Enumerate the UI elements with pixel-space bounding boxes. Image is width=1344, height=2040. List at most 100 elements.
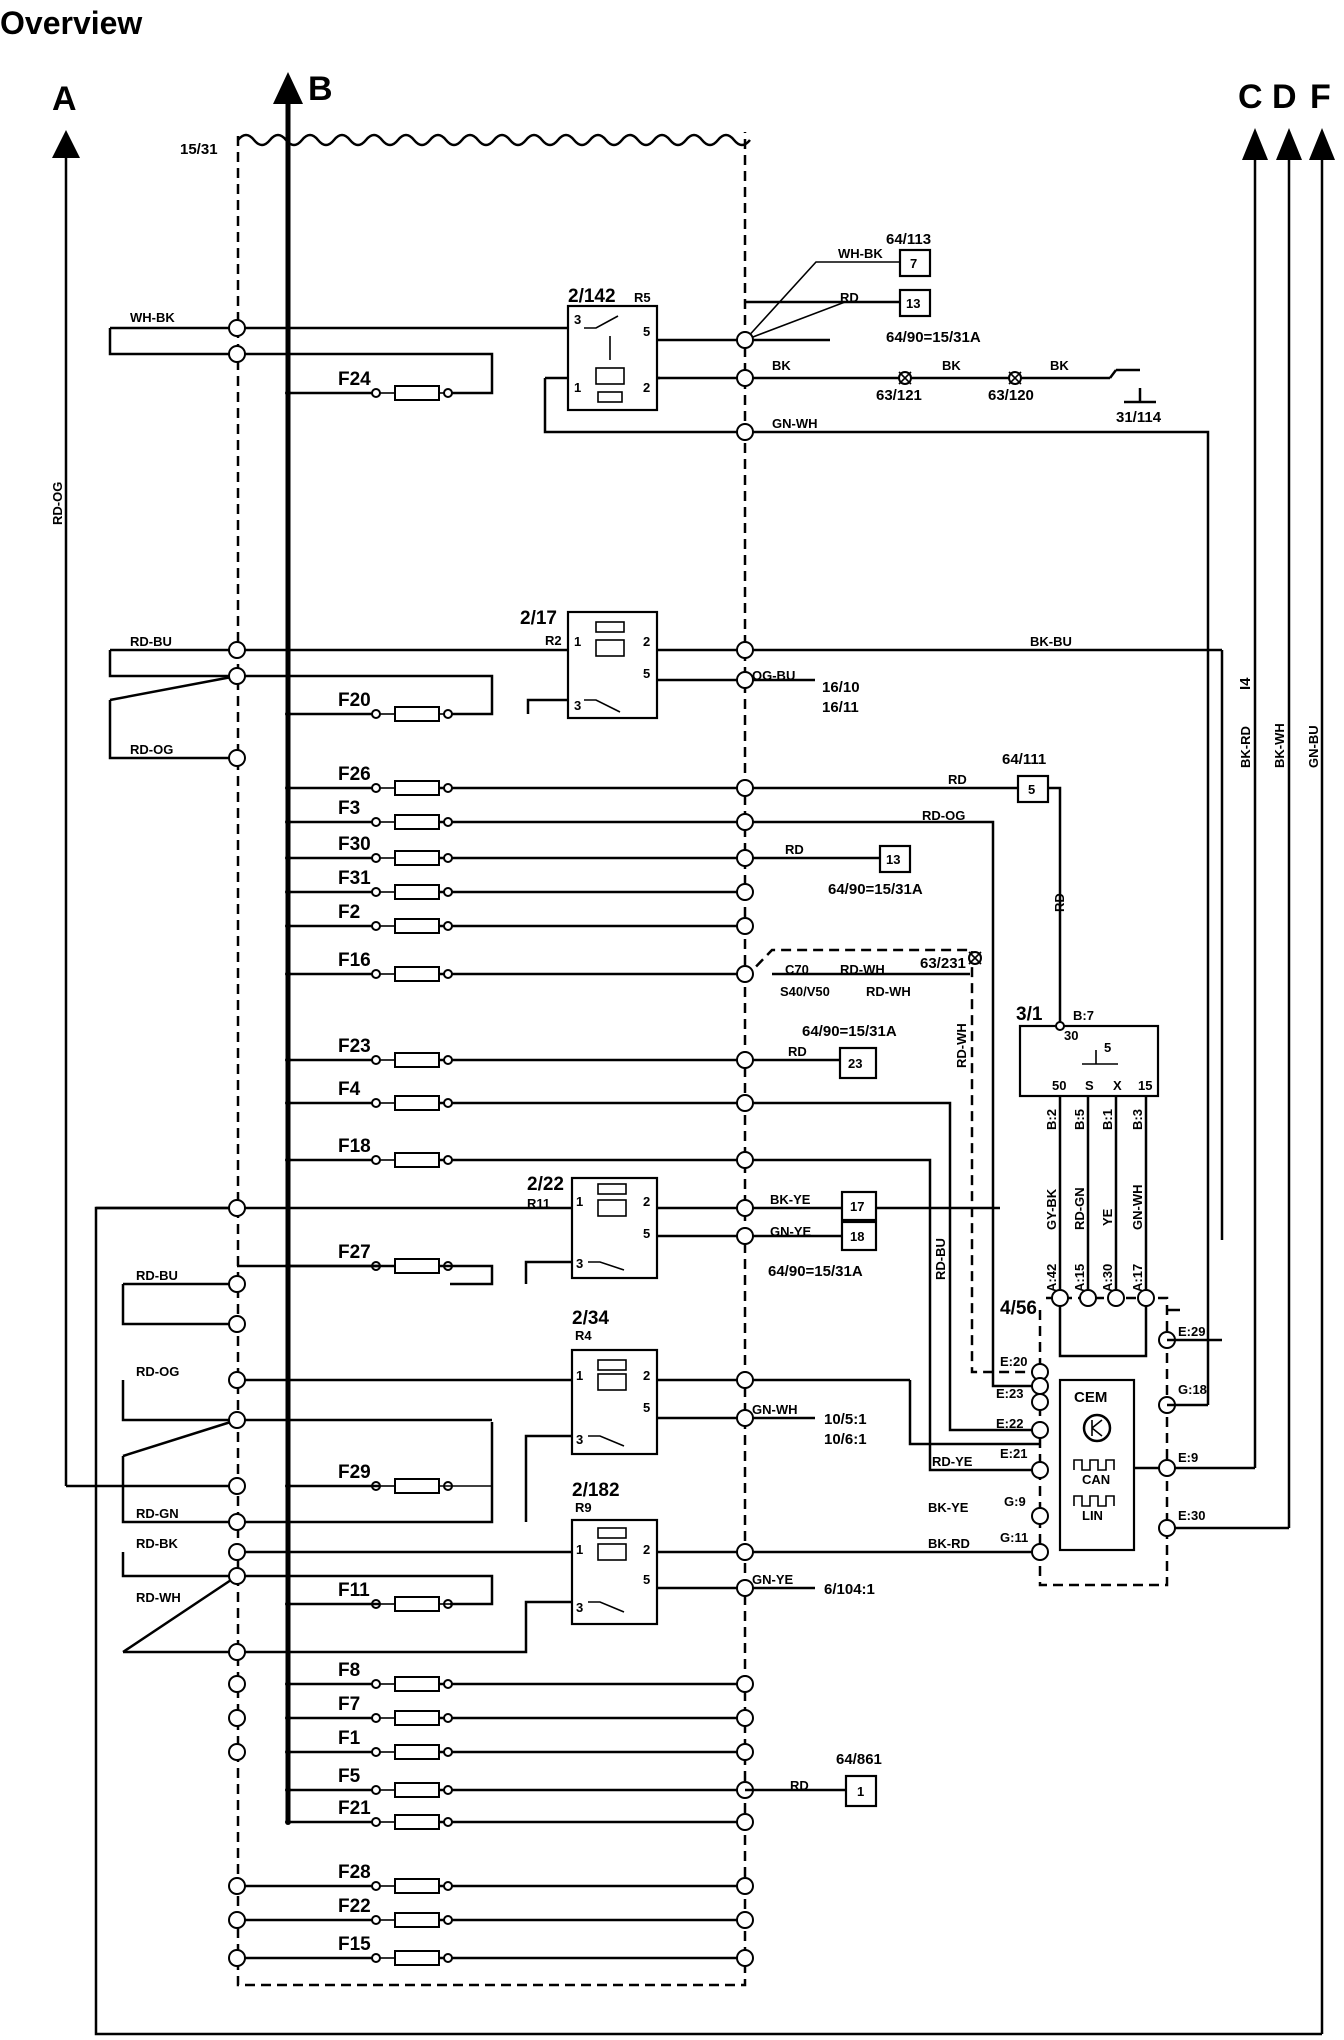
cem-pin-e22: E:22	[996, 1416, 1023, 1431]
fuse-f28	[394, 1878, 440, 1894]
cem-pin-e20: E:20	[1000, 1354, 1027, 1369]
label-10-5-1: 10/5:1	[824, 1411, 867, 1428]
relay-2-22-pos: R11	[527, 1196, 550, 1211]
cem-pin-a42: A:42	[1044, 1264, 1059, 1292]
relay-2-22-pin3: 3	[576, 1256, 583, 1271]
label-64-111: 64/111	[1002, 751, 1046, 768]
cem-pin-a17: A:17	[1130, 1264, 1145, 1292]
terminal-13-b: 13	[886, 852, 900, 867]
fuse-label-f8: F8	[338, 1660, 360, 1681]
wire-label-rd-4: RD	[1052, 893, 1067, 912]
connector-node	[736, 1675, 754, 1693]
fuse-label-f30: F30	[338, 834, 371, 855]
relay-2-34: 2/34 R4 1 2 5 3	[121, 1308, 1040, 1524]
circuit-f20	[108, 648, 1224, 1240]
terminal-5: 5	[1028, 782, 1035, 797]
connector-node	[1137, 1289, 1155, 1307]
relay-2-182: 2/182 R9 1 2 5 3	[121, 1480, 1040, 1654]
connector-d-label: D	[1272, 78, 1297, 116]
connector-node	[736, 917, 754, 935]
connector-b-label: B	[308, 70, 333, 108]
ign-pin-50: 50	[1052, 1078, 1066, 1093]
fuse-label-f18: F18	[338, 1136, 371, 1157]
label-10-6-1: 10/6:1	[824, 1431, 867, 1448]
fuse-label-f23: F23	[338, 1036, 371, 1057]
relay-2-22-pin2: 2	[643, 1194, 650, 1209]
fuse-f31	[394, 884, 440, 900]
connector-node	[228, 1643, 246, 1661]
fuse-label-f3: F3	[338, 798, 360, 819]
connector-node	[736, 1371, 754, 1389]
ign-pin-b2: B:2	[1044, 1109, 1059, 1130]
connector-node	[228, 1543, 246, 1561]
connector-node	[736, 1911, 754, 1929]
fuse-f22	[394, 1912, 440, 1928]
connector-node	[1031, 1393, 1049, 1411]
cem-pin-e21: E:21	[1000, 1446, 1027, 1461]
connector-node	[228, 1513, 246, 1531]
cem-pin-e30: E:30	[1178, 1508, 1205, 1523]
wire-label-i4: I4	[1237, 677, 1254, 690]
circuit-f24	[108, 261, 1210, 1405]
fuse-f23	[394, 1052, 440, 1068]
wire-label-wh-bk-2: WH-BK	[838, 246, 883, 261]
connector-node	[736, 965, 754, 983]
relay-2-34-pin5: 5	[643, 1400, 650, 1415]
wire-label-gn-wh-3: GN-WH	[1130, 1185, 1145, 1231]
label-63-121: 63/121	[876, 387, 922, 404]
wire-label-bk-rd-1: BK-RD	[928, 1536, 970, 1551]
cem-pin-g18: G:18	[1178, 1382, 1207, 1397]
relay-2-182-pin1: 1	[576, 1542, 583, 1557]
ign-pin-b5: B:5	[1072, 1109, 1087, 1130]
relay-2-17-pin3: 3	[574, 698, 581, 713]
label-63-120: 63/120	[988, 387, 1034, 404]
terminal-7: 7	[910, 256, 917, 271]
fuse-label-f20: F20	[338, 690, 371, 711]
connector-node	[736, 1151, 754, 1169]
wire-label-og-bu: OG-BU	[752, 668, 795, 683]
relay-2-142-pin2: 2	[643, 380, 650, 395]
fuse-label-f27: F27	[338, 1242, 371, 1263]
relay-2-17-pin1: 1	[574, 634, 581, 649]
relay-2-142-pin1: 1	[574, 380, 581, 395]
fuse-label-f28: F28	[338, 1862, 371, 1883]
connector-node	[228, 1315, 246, 1333]
connector-node	[736, 1227, 754, 1245]
relay-2-182-pin2: 2	[643, 1542, 650, 1557]
connector-node	[1158, 1519, 1176, 1537]
connector-node	[736, 1094, 754, 1112]
wire-label-rd-gn: RD-GN	[136, 1506, 179, 1521]
terminal-13-a: 13	[906, 296, 920, 311]
connector-a-label: A	[52, 80, 77, 118]
connector-node	[1031, 1461, 1049, 1479]
wire-label-rd-og-2: RD-OG	[130, 742, 173, 757]
relay-2-17-label: 2/17	[520, 608, 557, 629]
fuse-f21	[394, 1814, 440, 1830]
wire-label-rd-bk: RD-BK	[136, 1536, 178, 1551]
terminal-1: 1	[857, 1784, 864, 1799]
relay-2-142-pos: R5	[634, 290, 651, 305]
fuse-f8	[394, 1676, 440, 1692]
wire-label-rd-bu-1: RD-BU	[130, 634, 172, 649]
fuse-box-outline: 15/31	[180, 132, 751, 1987]
wire-label-gn-bu: GN-BU	[1306, 725, 1321, 768]
connector-node	[736, 1949, 754, 1967]
wire-label-ye: YE	[1100, 1208, 1115, 1226]
wire-label-rd-2: RD	[948, 772, 967, 787]
cem-pin-g11: G:11	[1000, 1530, 1028, 1545]
fuse-label-f24: F24	[338, 369, 371, 390]
relay-2-182-pin3: 3	[576, 1600, 583, 1615]
cem-pin-e23: E:23	[996, 1386, 1023, 1401]
connector-node	[1051, 1289, 1069, 1307]
connector-node	[228, 641, 246, 659]
fuse-label-f4: F4	[338, 1079, 361, 1100]
connector-node	[228, 345, 246, 363]
connector-node	[228, 1567, 246, 1585]
wire-label-rd-5: RD	[788, 1044, 807, 1059]
wire-label-bk-3: BK	[1050, 358, 1069, 373]
fuse-label-f16: F16	[338, 950, 371, 971]
wire-label-bk-ye-1: BK-YE	[770, 1192, 811, 1207]
ign-pin-5: 5	[1104, 1040, 1111, 1055]
cem-pin-g9: G:9	[1004, 1494, 1026, 1509]
